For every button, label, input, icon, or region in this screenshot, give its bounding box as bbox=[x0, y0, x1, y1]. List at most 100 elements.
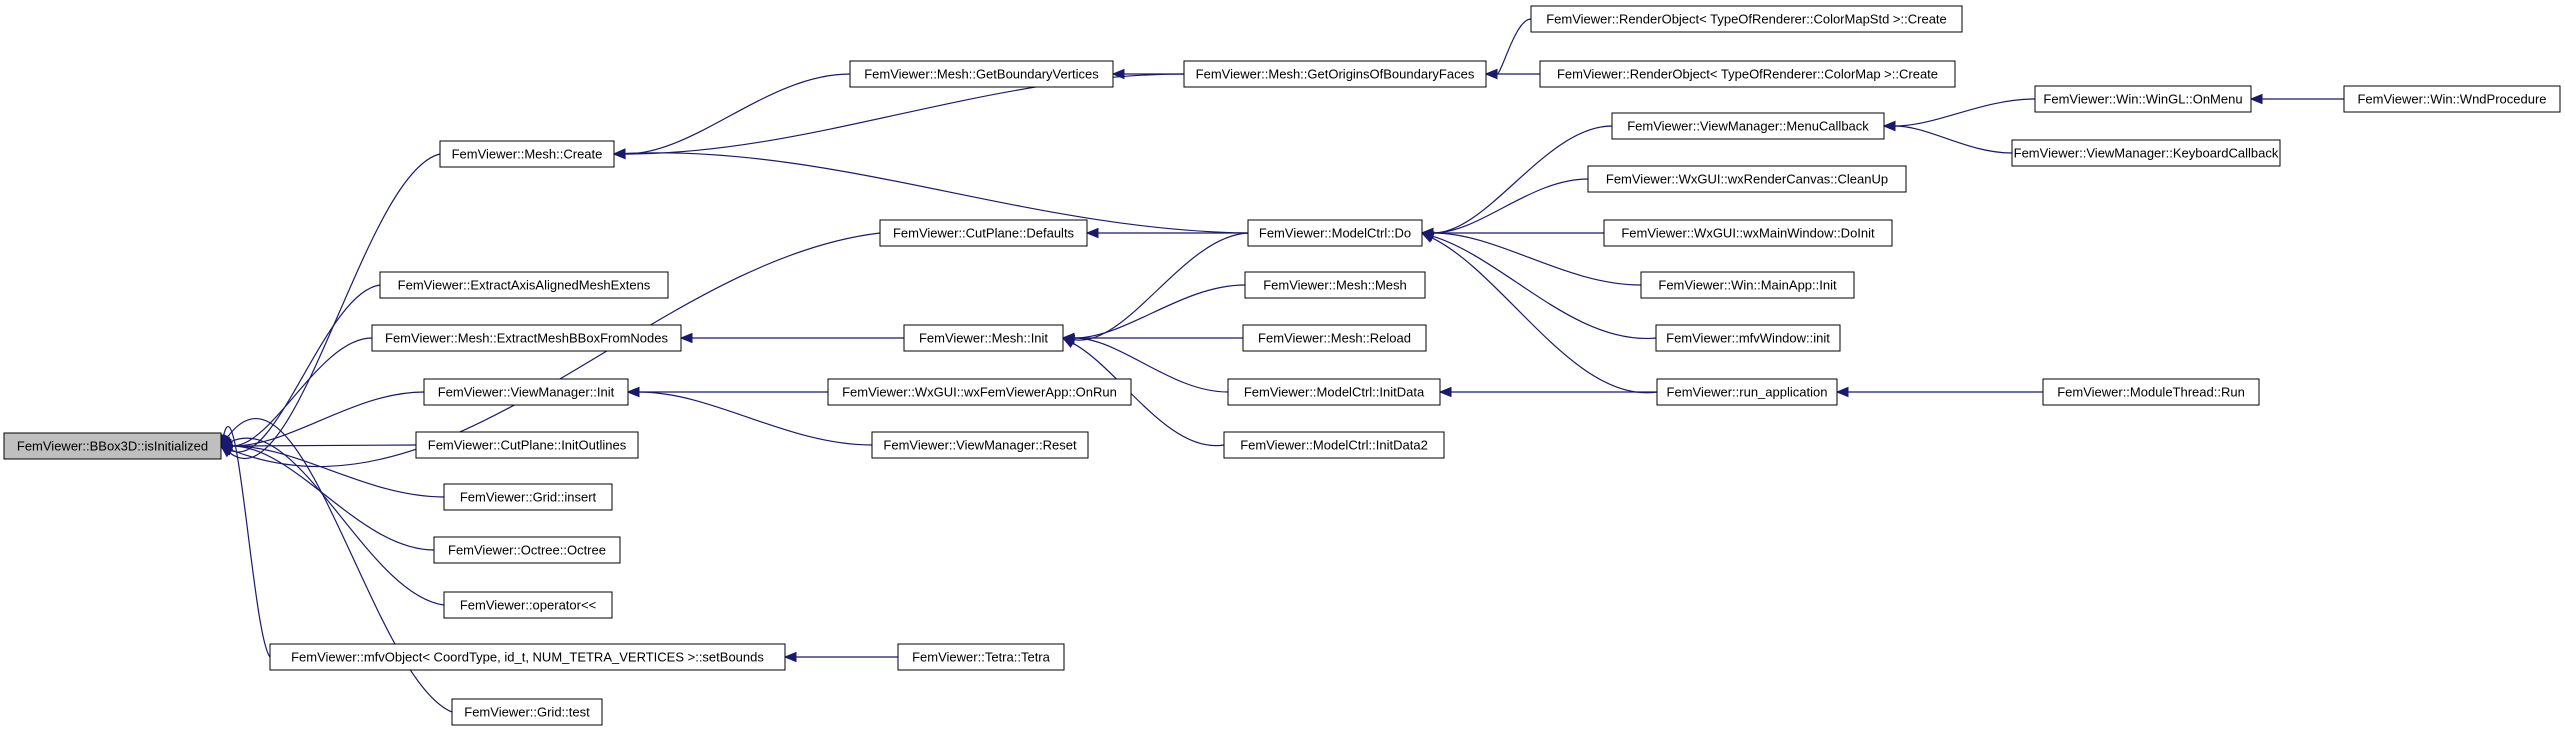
graph-node[interactable]: FemViewer::Win::WinGL::OnMenu bbox=[2034, 85, 2252, 113]
graph-node[interactable]: FemViewer::ModelCtrl::InitData bbox=[1227, 378, 1441, 406]
node-box[interactable] bbox=[1242, 324, 1427, 352]
node-label: FemViewer::Grid::insert bbox=[460, 489, 597, 504]
arrowhead-icon bbox=[1061, 337, 1076, 349]
graph-node[interactable]: FemViewer::ViewManager::KeyboardCallback bbox=[2011, 139, 2281, 167]
graph-node[interactable]: FemViewer::RenderObject< TypeOfRenderer:… bbox=[1530, 5, 1963, 33]
call-edge bbox=[1496, 18, 1532, 75]
graph-node[interactable]: FemViewer::run_application bbox=[1656, 378, 1838, 406]
graph-node[interactable]: FemViewer::ModuleThread::Run bbox=[2042, 378, 2260, 406]
node-box[interactable] bbox=[2042, 378, 2260, 406]
node-label: FemViewer::CutPlane::Defaults bbox=[893, 225, 1075, 240]
node-box[interactable] bbox=[379, 271, 669, 299]
graph-node[interactable]: FemViewer::Mesh::GetOriginsOfBoundaryFac… bbox=[1183, 60, 1487, 88]
node-box[interactable] bbox=[433, 536, 621, 564]
node-box[interactable] bbox=[1183, 60, 1487, 88]
node-box[interactable] bbox=[1539, 60, 1956, 88]
node-box[interactable] bbox=[3, 432, 222, 460]
node-box[interactable] bbox=[1223, 431, 1445, 459]
node-box[interactable] bbox=[2034, 85, 2252, 113]
graph-node[interactable]: FemViewer::Mesh::Init bbox=[903, 324, 1064, 352]
graph-node[interactable]: FemViewer::WxGUI::wxFemViewerApp::OnRun bbox=[827, 378, 1132, 406]
node-label: FemViewer::run_application bbox=[1667, 384, 1828, 399]
node-box[interactable] bbox=[2011, 139, 2281, 167]
node-box[interactable] bbox=[1656, 378, 1838, 406]
graph-node[interactable]: FemViewer::ViewManager::Init bbox=[423, 378, 629, 406]
graph-node[interactable]: FemViewer::mfvWindow::init bbox=[1655, 324, 1841, 352]
node-box[interactable] bbox=[415, 431, 639, 459]
node-box[interactable] bbox=[1244, 271, 1426, 299]
graph-node[interactable]: FemViewer::CutPlane::Defaults bbox=[879, 219, 1088, 247]
arrowhead-icon bbox=[1484, 68, 1498, 80]
node-label: FemViewer::Grid::test bbox=[464, 704, 590, 719]
node-label: FemViewer::Tetra::Tetra bbox=[912, 649, 1051, 664]
graph-node[interactable]: FemViewer::Tetra::Tetra bbox=[897, 643, 1065, 671]
node-box[interactable] bbox=[1587, 165, 1907, 193]
node-label: FemViewer::ViewManager::Init bbox=[438, 384, 615, 399]
node-box[interactable] bbox=[1530, 5, 1963, 33]
arrowhead-icon bbox=[2249, 93, 2263, 105]
node-box[interactable] bbox=[849, 60, 1114, 88]
node-label: FemViewer::BBox3D::isInitialized bbox=[17, 438, 208, 453]
node-box[interactable] bbox=[1640, 271, 1855, 299]
call-edge bbox=[1073, 284, 1246, 339]
call-edge bbox=[1432, 125, 1613, 234]
node-box[interactable] bbox=[443, 483, 613, 511]
graph-node[interactable]: FemViewer::Win::WndProcedure bbox=[2343, 85, 2561, 113]
call-edge bbox=[1432, 235, 1657, 339]
graph-node[interactable]: FemViewer::operator<< bbox=[443, 591, 613, 619]
node-label: FemViewer::Mesh::GetOriginsOfBoundaryFac… bbox=[1196, 66, 1475, 81]
graph-node[interactable]: FemViewer::ModelCtrl::Do bbox=[1247, 219, 1423, 247]
node-box[interactable] bbox=[1655, 324, 1841, 352]
node-label: FemViewer::mfvWindow::init bbox=[1666, 330, 1830, 345]
node-label: FemViewer::Win::WinGL::OnMenu bbox=[2043, 91, 2242, 106]
graph-node[interactable]: FemViewer::ViewManager::MenuCallback bbox=[1611, 112, 1885, 140]
graph-node[interactable]: FemViewer::CutPlane::InitOutlines bbox=[415, 431, 639, 459]
graph-node[interactable]: FemViewer::Mesh::Reload bbox=[1242, 324, 1427, 352]
node-label: FemViewer::Mesh::Create bbox=[452, 146, 603, 161]
graph-node[interactable]: FemViewer::Mesh::ExtractMeshBBoxFromNode… bbox=[371, 324, 682, 352]
graph-node[interactable]: FemViewer::Mesh::GetBoundaryVertices bbox=[849, 60, 1114, 88]
graph-node[interactable]: FemViewer::ExtractAxisAlignedMeshExtens bbox=[379, 271, 669, 299]
node-box[interactable] bbox=[451, 698, 603, 726]
node-box[interactable] bbox=[897, 643, 1065, 671]
graph-node[interactable]: FemViewer::Octree::Octree bbox=[433, 536, 621, 564]
arrowhead-icon bbox=[1835, 386, 1849, 398]
graph-node[interactable]: FemViewer::Grid::insert bbox=[443, 483, 613, 511]
node-box[interactable] bbox=[2343, 85, 2561, 113]
graph-node[interactable]: FemViewer::Mesh::Mesh bbox=[1244, 271, 1426, 299]
node-label: FemViewer::CutPlane::InitOutlines bbox=[428, 437, 627, 452]
node-label: FemViewer::ModuleThread::Run bbox=[2057, 384, 2245, 399]
graph-node[interactable]: FemViewer::ModelCtrl::InitData2 bbox=[1223, 431, 1445, 459]
arrowhead-icon bbox=[1085, 227, 1099, 239]
call-edge bbox=[231, 445, 445, 498]
graph-node[interactable]: FemViewer::ViewManager::Reset bbox=[871, 431, 1089, 459]
graph-node[interactable]: FemViewer::Mesh::Create bbox=[439, 140, 615, 168]
graph-node[interactable]: FemViewer::Win::MainApp::Init bbox=[1640, 271, 1855, 299]
node-box[interactable] bbox=[439, 140, 615, 168]
node-box[interactable] bbox=[871, 431, 1089, 459]
node-box[interactable] bbox=[371, 324, 682, 352]
node-box[interactable] bbox=[903, 324, 1064, 352]
call-edge bbox=[638, 391, 873, 446]
graph-node[interactable]: FemViewer::WxGUI::wxMainWindow::DoInit bbox=[1603, 219, 1893, 247]
arrowhead-icon bbox=[1438, 386, 1452, 398]
graph-node[interactable]: FemViewer::RenderObject< TypeOfRenderer:… bbox=[1539, 60, 1956, 88]
node-box[interactable] bbox=[1227, 378, 1441, 406]
graph-node[interactable]: FemViewer::BBox3D::isInitialized bbox=[3, 432, 222, 460]
arrowhead-icon bbox=[783, 651, 797, 663]
graph-node[interactable]: FemViewer::WxGUI::wxRenderCanvas::CleanU… bbox=[1587, 165, 1907, 193]
node-box[interactable] bbox=[1247, 219, 1423, 247]
graph-node[interactable]: FemViewer::Grid::test bbox=[451, 698, 603, 726]
node-box[interactable] bbox=[827, 378, 1132, 406]
node-box[interactable] bbox=[269, 643, 786, 671]
node-box[interactable] bbox=[423, 378, 629, 406]
call-edge bbox=[1432, 178, 1589, 234]
graph-node[interactable]: FemViewer::mfvObject< CoordType, id_t, N… bbox=[269, 643, 786, 671]
node-box[interactable] bbox=[1611, 112, 1885, 140]
node-box[interactable] bbox=[879, 219, 1088, 247]
call-edge bbox=[223, 425, 271, 658]
call-edge bbox=[231, 337, 373, 447]
node-box[interactable] bbox=[443, 591, 613, 619]
node-label: FemViewer::ViewManager::KeyboardCallback bbox=[2014, 145, 2279, 160]
node-box[interactable] bbox=[1603, 219, 1893, 247]
